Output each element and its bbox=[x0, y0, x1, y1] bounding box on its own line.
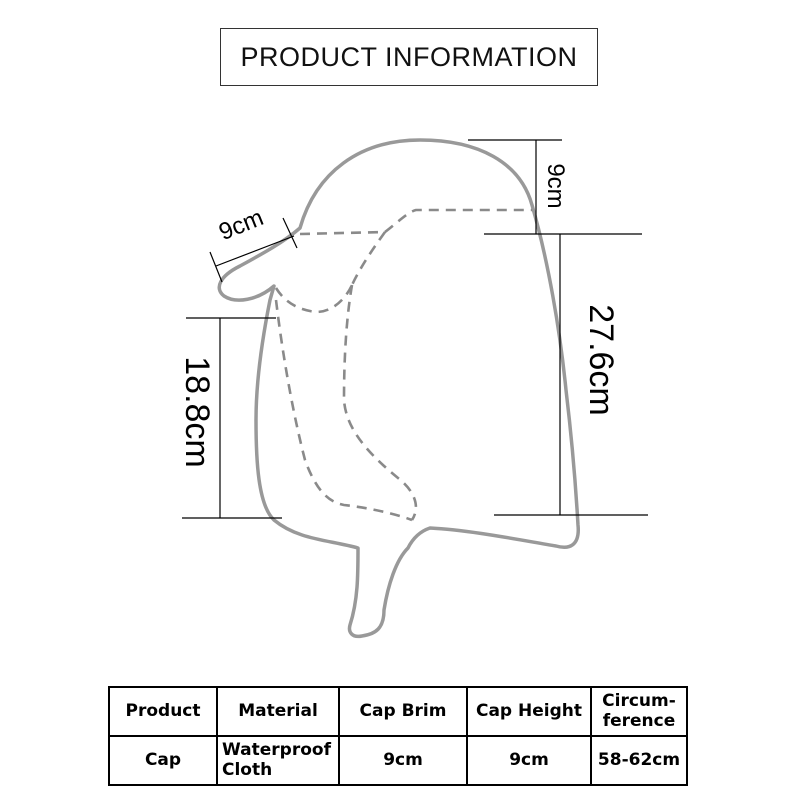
cell-product: Cap bbox=[108, 735, 218, 786]
header-circumference: Circum- ference bbox=[590, 686, 688, 737]
table-row: Cap Waterproof Cloth 9cm 9cm 58-62cm bbox=[108, 735, 688, 786]
dimension-lines bbox=[182, 139, 648, 519]
table-header-row: Product Material Cap Brim Cap Height Cir… bbox=[108, 686, 688, 737]
page-title: PRODUCT INFORMATION bbox=[220, 28, 598, 86]
height-dimension-label: 27.6cm bbox=[582, 304, 620, 416]
seam-lines bbox=[274, 208, 532, 522]
cell-cap-height: 9cm bbox=[466, 735, 592, 786]
header-product: Product bbox=[108, 686, 218, 737]
header-cap-brim: Cap Brim bbox=[338, 686, 468, 737]
top-dimension-label: 9cm bbox=[542, 163, 569, 208]
side-dimension-label: 18.8cm bbox=[178, 356, 216, 468]
header-cap-height: Cap Height bbox=[466, 686, 592, 737]
brim-dimension-label: 9cm bbox=[215, 204, 267, 246]
cell-circumference: 58-62cm bbox=[590, 735, 688, 786]
spec-table: Product Material Cap Brim Cap Height Cir… bbox=[108, 686, 688, 786]
cap-outline bbox=[217, 138, 580, 639]
cell-material: Waterproof Cloth bbox=[216, 735, 340, 786]
header-material: Material bbox=[216, 686, 340, 737]
cell-cap-brim: 9cm bbox=[338, 735, 468, 786]
